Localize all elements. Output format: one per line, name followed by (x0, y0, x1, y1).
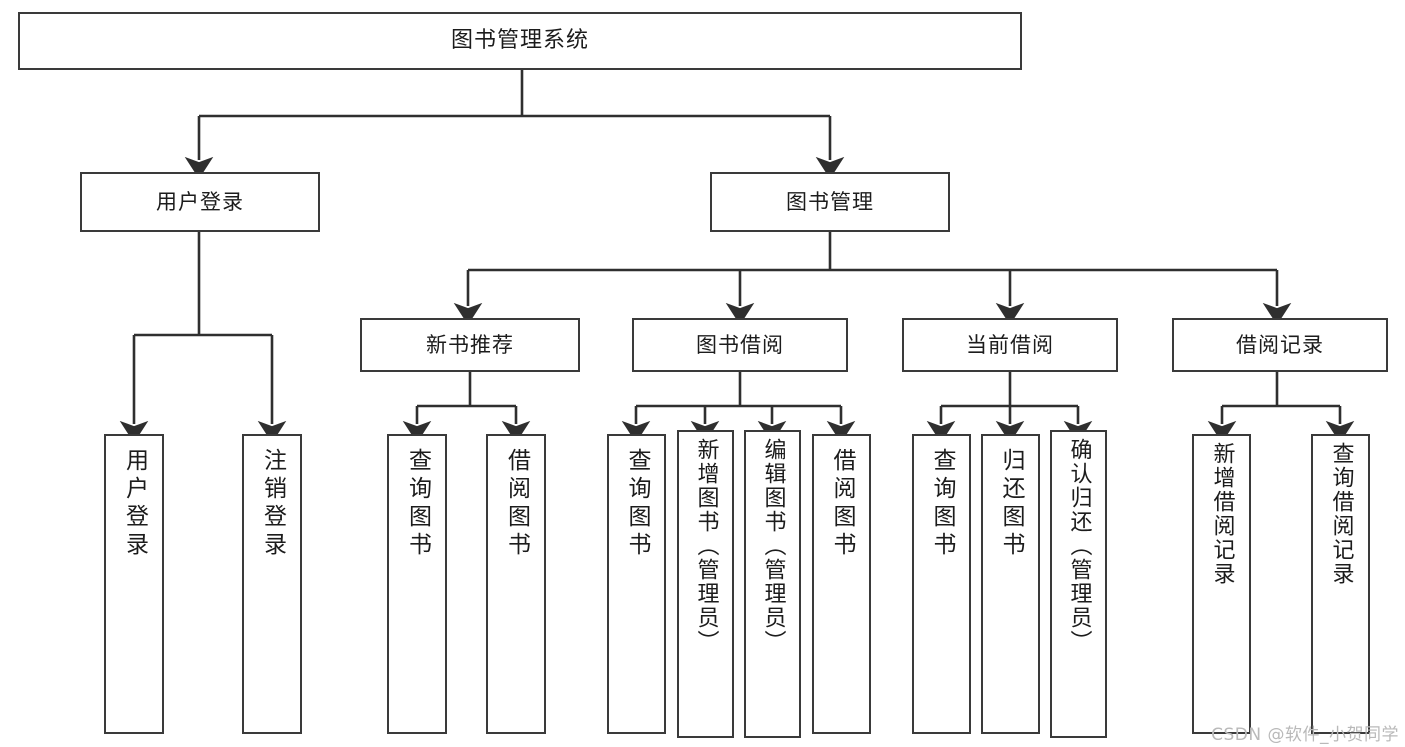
node-label: 注销登录 (259, 448, 286, 560)
node-label: 借阅图书 (503, 448, 530, 560)
node-current-borrow[interactable]: 当前借阅 (902, 318, 1118, 372)
node-label: 查询图书 (404, 448, 431, 560)
node-label: 图书管理 (786, 189, 874, 214)
node-label: 借阅记录 (1236, 332, 1324, 357)
leaf-borrow-borrow-book[interactable]: 借阅图书 (812, 434, 871, 734)
leaf-recommend-query-book[interactable]: 查询图书 (387, 434, 447, 734)
leaf-current-confirm-return-admin[interactable]: 确认归还（管理员） (1050, 430, 1107, 738)
node-label: 新增图书（管理员） (693, 438, 719, 654)
node-label: 借阅图书 (829, 448, 855, 560)
leaf-current-query-book[interactable]: 查询图书 (912, 434, 971, 734)
leaf-borrow-add-book-admin[interactable]: 新增图书（管理员） (677, 430, 734, 738)
node-label: 确认归还（管理员） (1066, 438, 1092, 654)
node-label: 归还图书 (998, 448, 1024, 560)
node-book-management[interactable]: 图书管理 (710, 172, 950, 232)
node-label: 图书管理系统 (450, 28, 589, 54)
node-label: 查询借阅记录 (1328, 442, 1354, 586)
leaf-user-login[interactable]: 用户登录 (104, 434, 164, 734)
leaf-recommend-borrow-book[interactable]: 借阅图书 (486, 434, 546, 734)
node-book-borrow[interactable]: 图书借阅 (632, 318, 848, 372)
node-root-system[interactable]: 图书管理系统 (18, 12, 1022, 70)
node-new-book-recommend[interactable]: 新书推荐 (360, 318, 580, 372)
node-label: 图书借阅 (696, 332, 784, 357)
node-user-login[interactable]: 用户登录 (80, 172, 320, 232)
node-label: 新书推荐 (426, 332, 514, 357)
leaf-record-add-record[interactable]: 新增借阅记录 (1192, 434, 1251, 734)
leaf-record-query-record[interactable]: 查询借阅记录 (1311, 434, 1370, 734)
leaf-current-return-book[interactable]: 归还图书 (981, 434, 1040, 734)
node-label: 编辑图书（管理员） (760, 438, 786, 654)
node-label: 用户登录 (121, 448, 148, 560)
leaf-borrow-edit-book-admin[interactable]: 编辑图书（管理员） (744, 430, 801, 738)
node-label: 当前借阅 (966, 332, 1054, 357)
node-label: 查询图书 (624, 448, 650, 560)
node-label: 用户登录 (156, 189, 244, 214)
leaf-user-logout[interactable]: 注销登录 (242, 434, 302, 734)
node-borrow-record[interactable]: 借阅记录 (1172, 318, 1388, 372)
node-label: 查询图书 (929, 448, 955, 560)
leaf-borrow-query-book[interactable]: 查询图书 (607, 434, 666, 734)
node-label: 新增借阅记录 (1209, 442, 1235, 586)
